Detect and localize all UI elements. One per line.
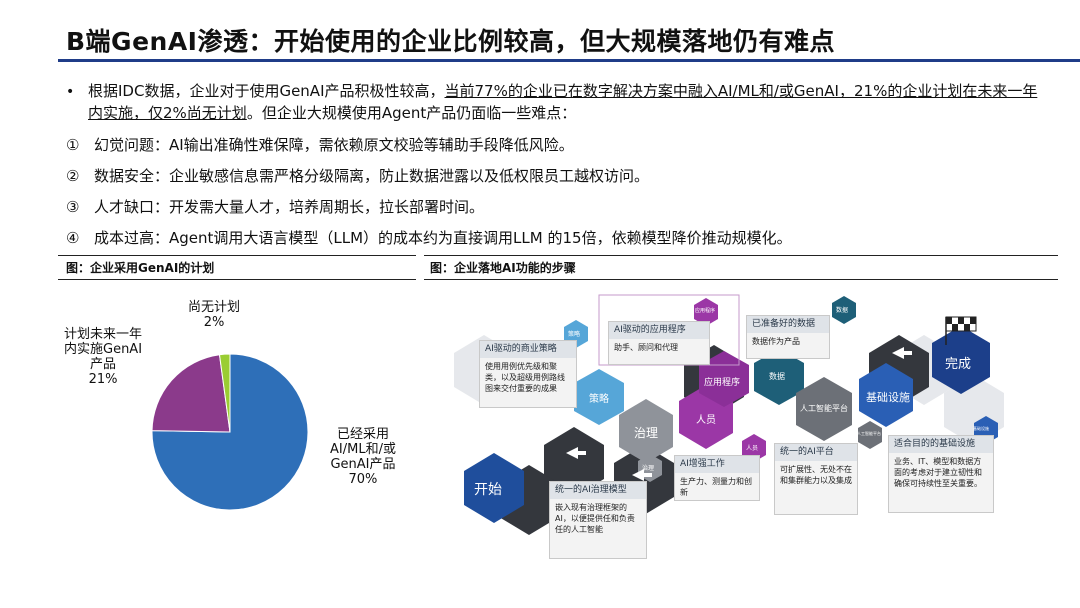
hex-platform	[796, 377, 852, 441]
checkered-flag-icon	[945, 316, 977, 345]
pie-label-none: 尚无计划 2%	[188, 300, 240, 330]
pie-label-planned: 计划未来一年 内实施GenAI 产品 21%	[64, 327, 142, 387]
pie-label-planned-value: 21%	[88, 372, 118, 387]
step-governance-label: 治理	[634, 426, 659, 440]
caption-top-rule-right	[424, 255, 1058, 256]
tag-data-hex	[832, 296, 856, 324]
hex-strategy	[574, 369, 624, 425]
difficulty-point-1: ① 幻觉问题：AI输出准确性难保障，需依赖原文校验等辅助手段降低风险。	[66, 135, 574, 155]
difficulty-point-3: ③ 人才缺口：开发需大量人才，培养周期长，拉长部署时间。	[66, 197, 484, 217]
tag-strategy-label: 策略	[568, 331, 581, 338]
pie-slice-adopted	[151, 353, 309, 511]
arrow-icons	[566, 347, 912, 481]
tag-people-label: 人员	[746, 445, 759, 452]
card-ai-platform: 统一的AI平台 可扩展性、无处不在和集群能力以及集成	[774, 443, 858, 515]
figure1-caption: 图：企业采用GenAI的计划	[66, 261, 215, 275]
point-text: 成本过高：Agent调用大语言模型（LLM）的成本约为直接调用LLM 的15倍，…	[94, 229, 792, 247]
card-ai-strategy-body: 使用用例优先级和聚类，以及超级用例路线图来交付重要的成果	[485, 362, 565, 393]
card-ai-apps: AI驱动的应用程序 助手、顾问和代理	[608, 321, 710, 365]
tag-platform-label: 人工智能平台	[857, 431, 881, 436]
point-text: 数据安全：企业敏感信息需严格分级隔离，防止数据泄露以及低权限员工越权访问。	[94, 167, 650, 185]
pie-label-planned-line2: 内实施GenAI	[64, 342, 143, 357]
step-start-label: 开始	[474, 482, 502, 498]
step-strategy-label: 策略	[589, 394, 609, 405]
caption-top-rule-left	[58, 255, 416, 256]
card-ai-workforce: AI增强工作 生产力、测量力和创新	[674, 455, 760, 501]
step-data-label: 数据	[769, 372, 785, 381]
point-number: ③	[66, 198, 80, 216]
card-ai-apps-title: AI驱动的应用程序	[609, 322, 709, 339]
card-ready-data-body: 数据作为产品	[752, 337, 800, 346]
tag-platform-hex	[858, 421, 882, 449]
step-infra-label: 基础设施	[866, 391, 910, 404]
ai-steps-diagram: 开始 完成 策略 治理 人员 应用程序 数据 人工智能平台 基础设施 策略 应用…	[424, 283, 1010, 583]
caption-bottom-rule-right	[424, 279, 1058, 280]
card-ready-data: 已准备好的数据 数据作为产品	[746, 315, 830, 359]
hex-dark-1	[544, 427, 604, 497]
card-ai-strategy-title: AI驱动的商业策略	[480, 341, 576, 358]
card-ai-governance: 统一的AI治理模型 嵌入现有治理框架的AI，以便提供任和负责任的人工智能	[549, 481, 647, 559]
card-ai-workforce-body: 生产力、测量力和创新	[680, 477, 752, 497]
point-number: ②	[66, 167, 80, 185]
bullet-marker: •	[66, 84, 75, 100]
card-ai-apps-body: 助手、顾问和代理	[614, 343, 678, 352]
pie-label-none-line1: 尚无计划	[188, 300, 241, 315]
point-number: ④	[66, 229, 80, 247]
tag-apps-label: 应用程序	[695, 308, 716, 314]
hex-governance	[619, 399, 673, 463]
tag-infra-label: 基础设施	[973, 426, 989, 431]
point-number: ①	[66, 136, 80, 154]
card-ai-strategy: AI驱动的商业策略 使用用例优先级和聚类，以及超级用例路线图来交付重要的成果	[479, 340, 577, 408]
title-divider	[58, 59, 1080, 62]
card-infrastructure: 适合目的的基础设施 业务、IT、模型和数据方面的考虑对于建立韧性和确保可持续性至…	[888, 435, 994, 513]
steps-hex-graphic	[454, 294, 1004, 535]
hex-start	[464, 453, 524, 523]
difficulty-point-4: ④ 成本过高：Agent调用大语言模型（LLM）的成本约为直接调用LLM 的15倍…	[66, 228, 792, 248]
pie-label-none-value: 2%	[203, 315, 225, 330]
step-platform-label: 人工智能平台	[800, 404, 848, 413]
difficulty-point-2: ② 数据安全：企业敏感信息需严格分级隔离，防止数据泄露以及低权限员工越权访问。	[66, 166, 649, 186]
pie-label-planned-line3: 产品	[90, 357, 117, 372]
card-ai-workforce-title: AI增强工作	[675, 456, 759, 473]
point-text: 幻觉问题：AI输出准确性难保障，需依赖原文校验等辅助手段降低风险。	[94, 136, 574, 154]
tag-apps-hex	[694, 298, 718, 326]
point-text: 人才缺口：开发需大量人才，培养周期长，拉长部署时间。	[94, 198, 485, 216]
card-ai-platform-body: 可扩展性、无处不在和集群能力以及集成	[780, 465, 852, 485]
tag-gov-label: 治理	[642, 465, 655, 472]
card-ready-data-title: 已准备好的数据	[747, 316, 829, 333]
pie-label-adopted-line1: 已经采用	[336, 427, 389, 442]
intro-part3: 。但企业大规模使用Agent产品仍面临一些难点：	[246, 104, 577, 122]
pie-slice-planned	[151, 354, 231, 433]
card-ai-governance-title: 统一的AI治理模型	[550, 482, 646, 499]
pie-slice-none	[218, 353, 231, 433]
figure2-caption: 图：企业落地AI功能的步骤	[430, 261, 576, 275]
pie-label-adopted-line3: GenAI产品	[330, 457, 396, 472]
page-title: B端GenAI渗透：开始使用的企业比例较高，但大规模落地仍有难点	[66, 27, 835, 56]
card-infrastructure-title: 适合目的的基础设施	[889, 436, 993, 453]
intro-paragraph: 根据IDC数据，企业对于使用GenAI产品积极性较高，当前77%的企业已在数字解…	[88, 80, 1038, 124]
step-complete-label: 完成	[945, 357, 972, 372]
pie-label-adopted-value: 70%	[348, 472, 378, 487]
hex-infra	[859, 363, 913, 427]
intro-highlight: 当前77%的企业已在数字解决方案中融入AI/ML和/或GenAI，21%的企业计…	[88, 82, 1038, 122]
pie-label-adopted-line2: AI/ML和/或	[330, 442, 396, 457]
pie-label-planned-line1: 计划未来一年	[64, 327, 143, 342]
step-apps-label: 应用程序	[704, 378, 741, 388]
pie-label-adopted: 已经采用 AI/ML和/或 GenAI产品 70%	[330, 427, 396, 487]
card-ai-platform-title: 统一的AI平台	[775, 444, 857, 461]
tag-data-label: 数据	[836, 307, 849, 314]
card-infrastructure-body: 业务、IT、模型和数据方面的考虑对于建立韧性和确保可持续性至关重要。	[894, 457, 982, 488]
intro-part1: 根据IDC数据，企业对于使用GenAI产品积极性较高，	[88, 82, 445, 100]
step-people-label: 人员	[696, 415, 716, 426]
card-ai-governance-body: 嵌入现有治理框架的AI，以便提供任和负责任的人工智能	[555, 503, 635, 534]
highlight-frame	[598, 294, 740, 366]
hex-data	[754, 349, 804, 405]
caption-bottom-rule-left	[58, 279, 416, 280]
